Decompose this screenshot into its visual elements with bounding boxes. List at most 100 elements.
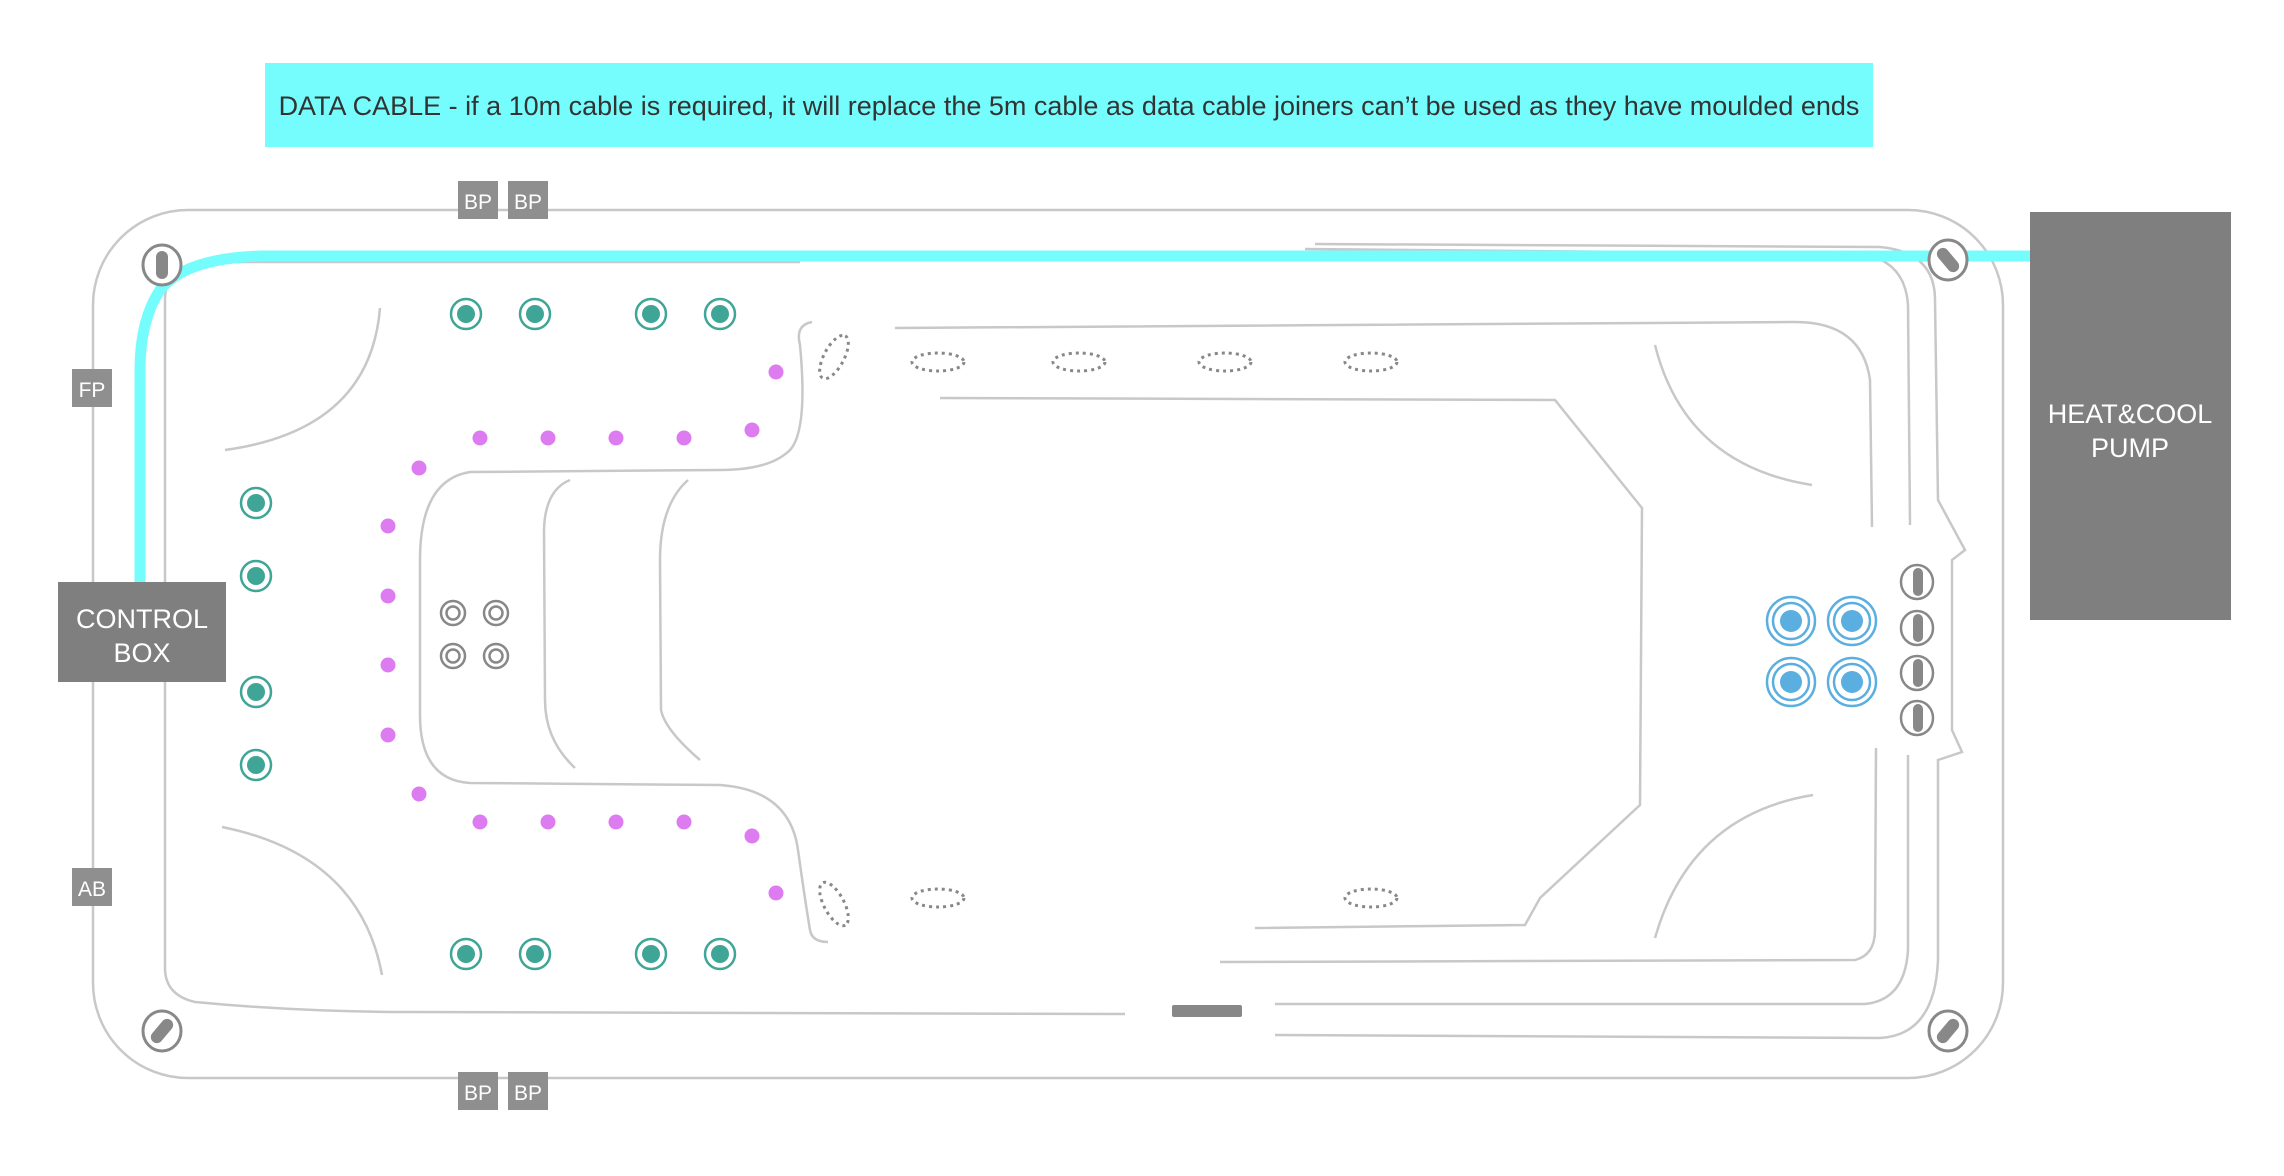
bp-badge-bottom-2: BP xyxy=(508,1072,548,1110)
pink-jet xyxy=(380,727,396,743)
lounger-divider-right xyxy=(658,479,701,761)
pink-jet xyxy=(676,814,692,830)
air-knob xyxy=(439,642,467,670)
lounger-u-shape xyxy=(418,320,829,944)
pink-jet xyxy=(744,422,760,438)
bp-badge-top-2: BP xyxy=(508,181,548,219)
teal-jet xyxy=(239,559,273,593)
pink-jet xyxy=(608,814,624,830)
teal-jet xyxy=(449,297,483,331)
right-side-valves xyxy=(1899,563,1935,737)
control-box: CONTROL BOX xyxy=(58,582,226,682)
corner-fitting-top-right xyxy=(1927,238,1969,282)
outer-shell-outline xyxy=(91,208,2005,1080)
corner-fitting-top-left xyxy=(141,243,183,287)
pink-jet xyxy=(744,828,760,844)
inner-shell-outline xyxy=(163,263,1126,1016)
control-box-line2: BOX xyxy=(113,638,170,668)
svg-text:BP: BP xyxy=(514,1082,542,1105)
pink-jet xyxy=(472,814,488,830)
pink-jet xyxy=(472,430,488,446)
pink-jets xyxy=(380,364,784,901)
air-bubbler xyxy=(1343,351,1399,373)
right-upper-inner xyxy=(894,320,1874,528)
svg-text:BP: BP xyxy=(464,191,492,214)
valve xyxy=(1899,699,1935,737)
pink-jet xyxy=(540,814,556,830)
right-rail-inner xyxy=(1275,755,1910,1006)
badges: BP BP FP AB BP BP xyxy=(72,181,548,1110)
air-bubbler xyxy=(910,887,966,909)
pink-jet xyxy=(380,518,396,534)
interior-outlines xyxy=(418,320,1644,944)
pink-jet xyxy=(411,786,427,802)
teal-jet xyxy=(239,675,273,709)
pink-jet xyxy=(380,588,396,604)
seat-arc-top-right xyxy=(1653,344,1813,487)
teal-jet xyxy=(239,486,273,520)
right-rail-outer xyxy=(1274,242,1967,1040)
blue-swim-jets xyxy=(1765,595,1878,708)
teal-jets xyxy=(239,297,737,971)
seat-arc-bottom-right xyxy=(1653,793,1814,939)
teal-jet xyxy=(703,937,737,971)
air-bubbler xyxy=(818,333,850,381)
heat-pump-line2: PUMP xyxy=(2091,433,2169,463)
seat-arc-bottom-left xyxy=(221,825,384,976)
blue-swim-jet xyxy=(1826,595,1878,647)
seat-arc-top-left xyxy=(224,307,382,452)
teal-jet xyxy=(634,297,668,331)
valve xyxy=(1899,609,1935,647)
right-rail-inner-top xyxy=(1304,247,1912,526)
corner-fittings xyxy=(141,238,1969,1053)
valve xyxy=(1899,563,1935,601)
air-bubbler xyxy=(910,351,966,373)
banner-text: DATA CABLE - if a 10m cable is required,… xyxy=(279,91,1860,121)
pink-jet xyxy=(608,430,624,446)
pink-jet xyxy=(380,657,396,673)
skimmer-bar xyxy=(1172,1005,1242,1017)
bp-badge-bottom-1: BP xyxy=(458,1072,498,1110)
control-box-line1: CONTROL xyxy=(76,604,208,634)
svg-text:AB: AB xyxy=(78,878,106,901)
teal-jet xyxy=(449,937,483,971)
blue-swim-jet xyxy=(1826,656,1878,708)
spa-shell xyxy=(91,208,2005,1080)
data-cable xyxy=(134,250,2030,585)
corner-fitting-bottom-right xyxy=(1927,1009,1969,1053)
blue-swim-jet xyxy=(1765,656,1817,708)
heat-pump-line1: HEAT&COOL xyxy=(2048,399,2213,429)
swim-zone-outline xyxy=(939,396,1644,930)
blue-swim-jet xyxy=(1765,595,1817,647)
data-cable-banner: DATA CABLE - if a 10m cable is required,… xyxy=(265,63,1873,147)
air-knob xyxy=(482,642,510,670)
svg-text:BP: BP xyxy=(514,191,542,214)
pink-jet xyxy=(768,885,784,901)
svg-text:FP: FP xyxy=(79,379,106,402)
air-knob xyxy=(439,599,467,627)
air-bubbler xyxy=(1051,351,1107,373)
heat-cool-pump: HEAT&COOL PUMP xyxy=(2030,212,2231,620)
teal-jet xyxy=(634,937,668,971)
teal-jet xyxy=(518,297,552,331)
air-bubbler xyxy=(1197,351,1253,373)
lounger-divider-left xyxy=(542,478,576,769)
bp-badge-top-1: BP xyxy=(458,181,498,219)
right-lower-inner xyxy=(1219,747,1878,964)
air-bubbler xyxy=(1343,887,1399,909)
ab-badge: AB xyxy=(72,868,112,906)
svg-text:BP: BP xyxy=(464,1082,492,1105)
air-knob xyxy=(482,599,510,627)
pink-jet xyxy=(676,430,692,446)
valve xyxy=(1899,654,1935,692)
teal-jet xyxy=(518,937,552,971)
corner-seats xyxy=(221,307,1814,976)
pink-jet xyxy=(411,460,427,476)
fp-badge: FP xyxy=(72,369,112,407)
teal-jet xyxy=(703,297,737,331)
pink-jet xyxy=(540,430,556,446)
air-bubbler xyxy=(818,880,850,928)
corner-fitting-bottom-left xyxy=(141,1009,183,1053)
pink-jet xyxy=(768,364,784,380)
